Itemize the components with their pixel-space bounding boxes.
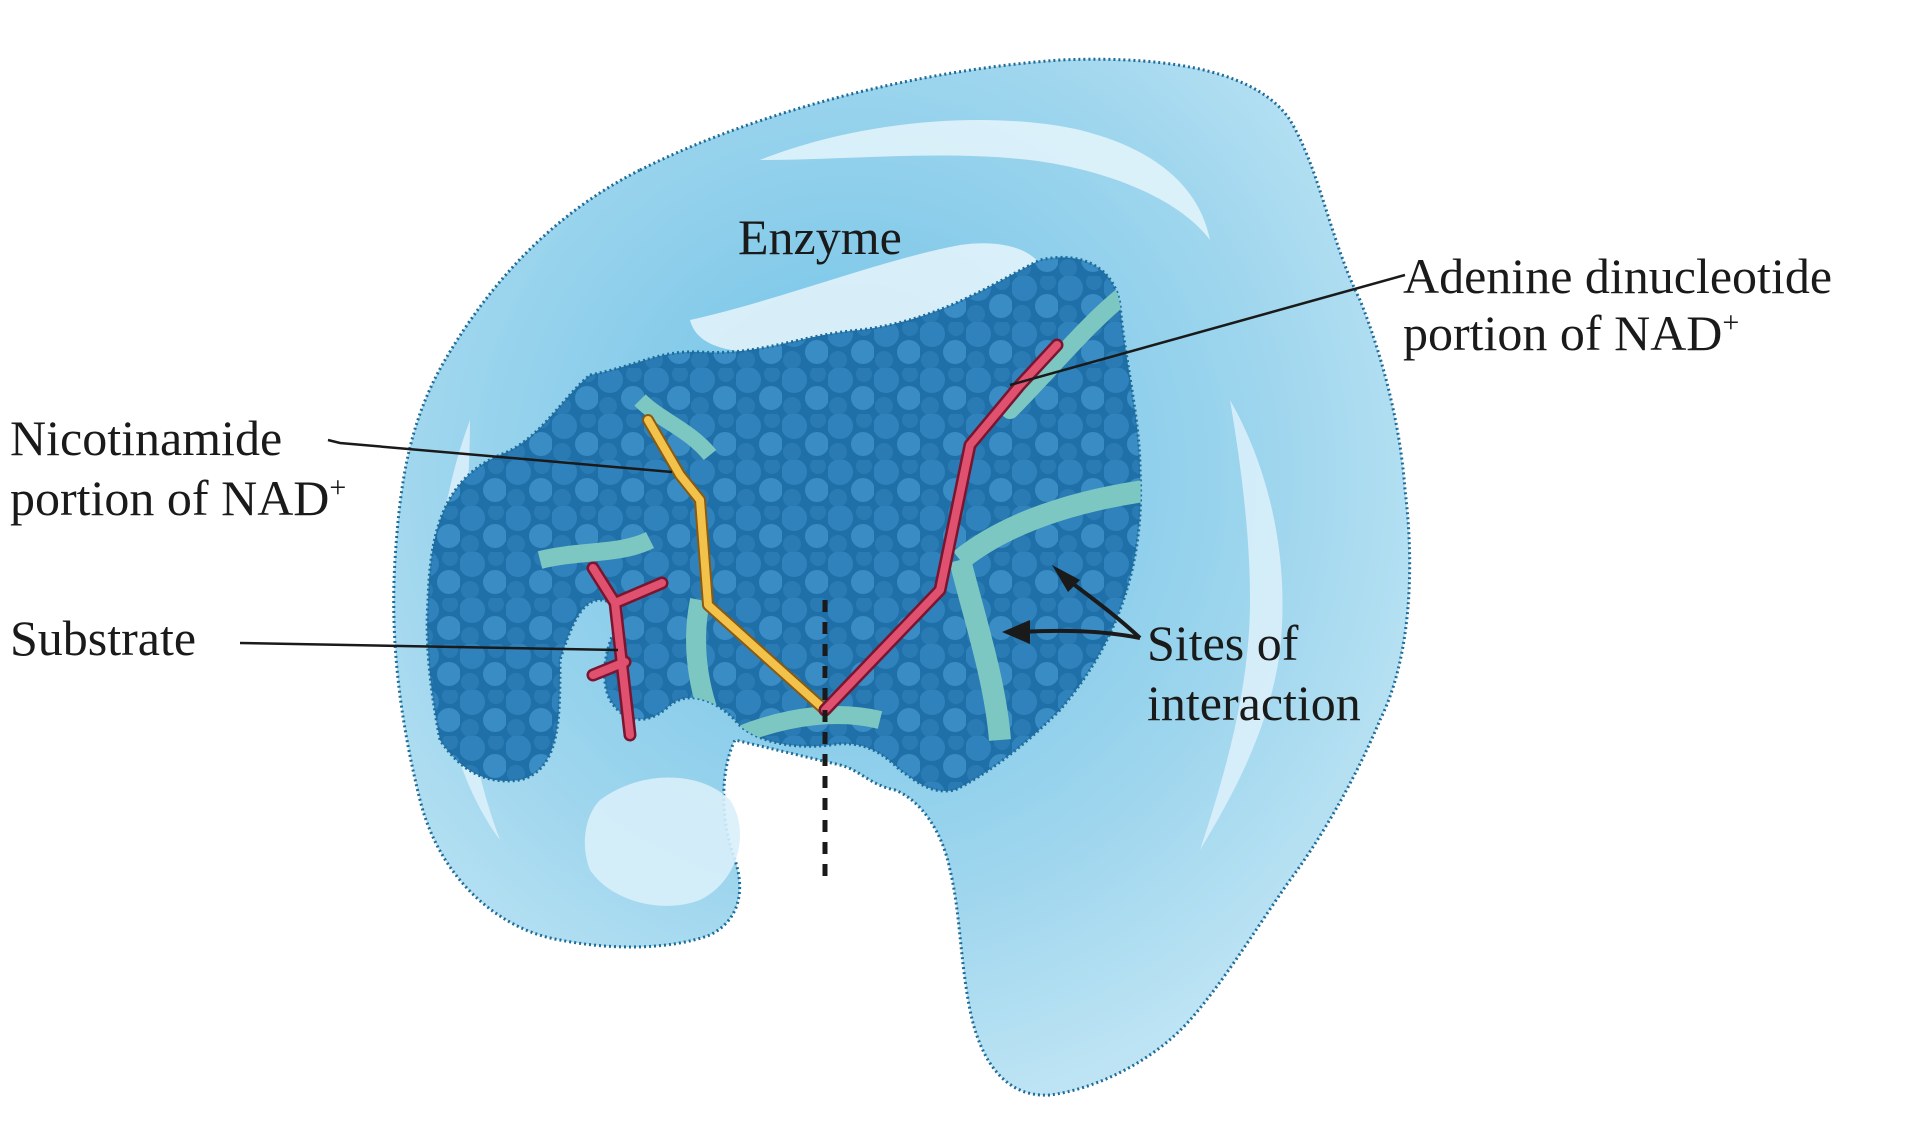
label-enzyme: Enzyme [738, 209, 902, 265]
enzyme-highlight-flap [585, 778, 740, 906]
label-nicotinamide-line2-text: portion of NAD [10, 470, 329, 526]
label-adenine-line2-text: portion of NAD [1403, 305, 1722, 361]
label-nicotinamide-superscript: + [329, 471, 346, 504]
label-substrate: Substrate [10, 610, 196, 666]
label-adenine-line2: portion of NAD+ [1403, 305, 1739, 361]
label-adenine-superscript: + [1722, 306, 1739, 339]
label-sites-line1: Sites of [1147, 615, 1299, 671]
label-nicotinamide-line2: portion of NAD+ [10, 470, 346, 526]
label-nicotinamide-line1: Nicotinamide [10, 410, 282, 466]
label-adenine-line1: Adenine dinucleotide [1403, 248, 1832, 304]
label-sites-line2: interaction [1147, 675, 1361, 731]
